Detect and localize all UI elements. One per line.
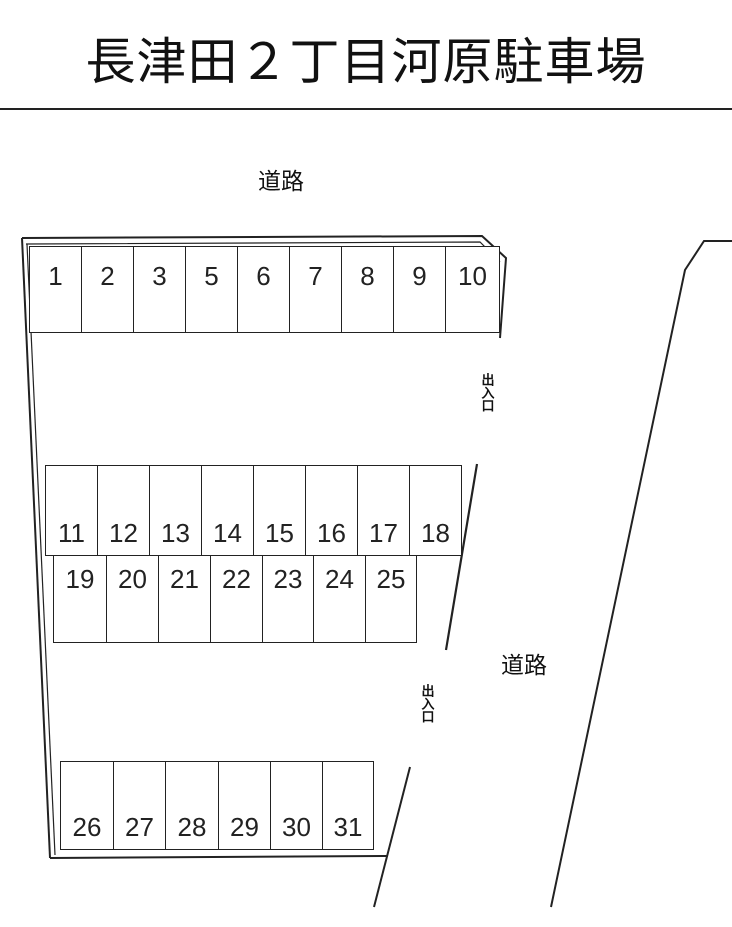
parking-space[interactable]: 19 [53,555,107,643]
space-number: 21 [170,564,199,594]
space-number: 29 [230,812,259,842]
space-number: 18 [421,518,450,548]
parking-space[interactable]: 31 [322,761,374,850]
parking-space[interactable]: 17 [357,465,410,556]
space-number: 25 [376,564,406,594]
space-number: 10 [458,261,487,291]
entrance-text: 出入口 [418,684,434,723]
parking-space[interactable]: 24 [313,555,366,643]
parking-space[interactable]: 23 [262,555,314,643]
space-number: 5 [204,261,219,291]
road-label-top: 道路 [258,169,304,195]
parking-space[interactable]: 8 [341,246,394,333]
space-number: 1 [48,261,63,291]
space-number: 2 [100,261,115,291]
parking-space[interactable]: 10 [445,246,500,333]
parking-space[interactable]: 28 [165,761,219,850]
space-number: 8 [360,261,375,291]
space-number: 11 [58,518,85,548]
space-number: 15 [265,518,294,548]
parking-space[interactable]: 21 [158,555,211,643]
space-number: 26 [72,812,102,842]
parking-space[interactable]: 26 [60,761,114,850]
space-number: 3 [152,261,167,291]
parking-space[interactable]: 9 [393,246,446,333]
parking-space[interactable]: 7 [289,246,342,333]
space-number: 9 [412,261,427,291]
parking-space[interactable]: 14 [201,465,254,556]
space-number: 14 [213,518,242,548]
parking-space[interactable]: 13 [149,465,202,556]
space-number: 28 [177,812,207,842]
parking-space[interactable]: 22 [210,555,263,643]
space-number: 17 [369,518,398,548]
parking-space[interactable]: 16 [305,465,358,556]
parking-space[interactable]: 29 [218,761,271,850]
parking-space[interactable]: 5 [185,246,238,333]
space-number: 19 [65,564,95,594]
parking-space[interactable]: 30 [270,761,323,850]
space-number: 13 [161,518,190,548]
entrance-label-lower: 出入口 [418,684,434,726]
parking-space[interactable]: 27 [113,761,166,850]
parking-space[interactable]: 2 [81,246,134,333]
page-title: 長津田２丁目河原駐車場 [85,33,647,91]
parking-space[interactable]: 1 [29,246,82,333]
space-number: 23 [273,564,303,594]
space-number: 6 [256,261,271,291]
space-number: 31 [333,812,363,842]
entrance-label-upper: 出入口 [478,373,494,415]
parking-space[interactable]: 18 [409,465,462,556]
parking-space[interactable]: 11 [45,465,98,556]
parking-space[interactable]: 25 [365,555,417,643]
space-number: 20 [118,564,147,594]
parking-space[interactable]: 6 [237,246,290,333]
space-number: 7 [308,261,323,291]
space-number: 27 [125,812,154,842]
title-divider [0,108,732,110]
entrance-text: 出入口 [478,373,494,412]
parking-space[interactable]: 3 [133,246,186,333]
space-number: 24 [325,564,354,594]
space-number: 22 [222,564,251,594]
parking-space[interactable]: 15 [253,465,306,556]
space-number: 12 [109,518,138,548]
space-number: 30 [282,812,311,842]
space-number: 16 [317,518,346,548]
parking-space[interactable]: 12 [97,465,150,556]
road-label-right: 道路 [501,653,547,679]
parking-space[interactable]: 20 [106,555,159,643]
